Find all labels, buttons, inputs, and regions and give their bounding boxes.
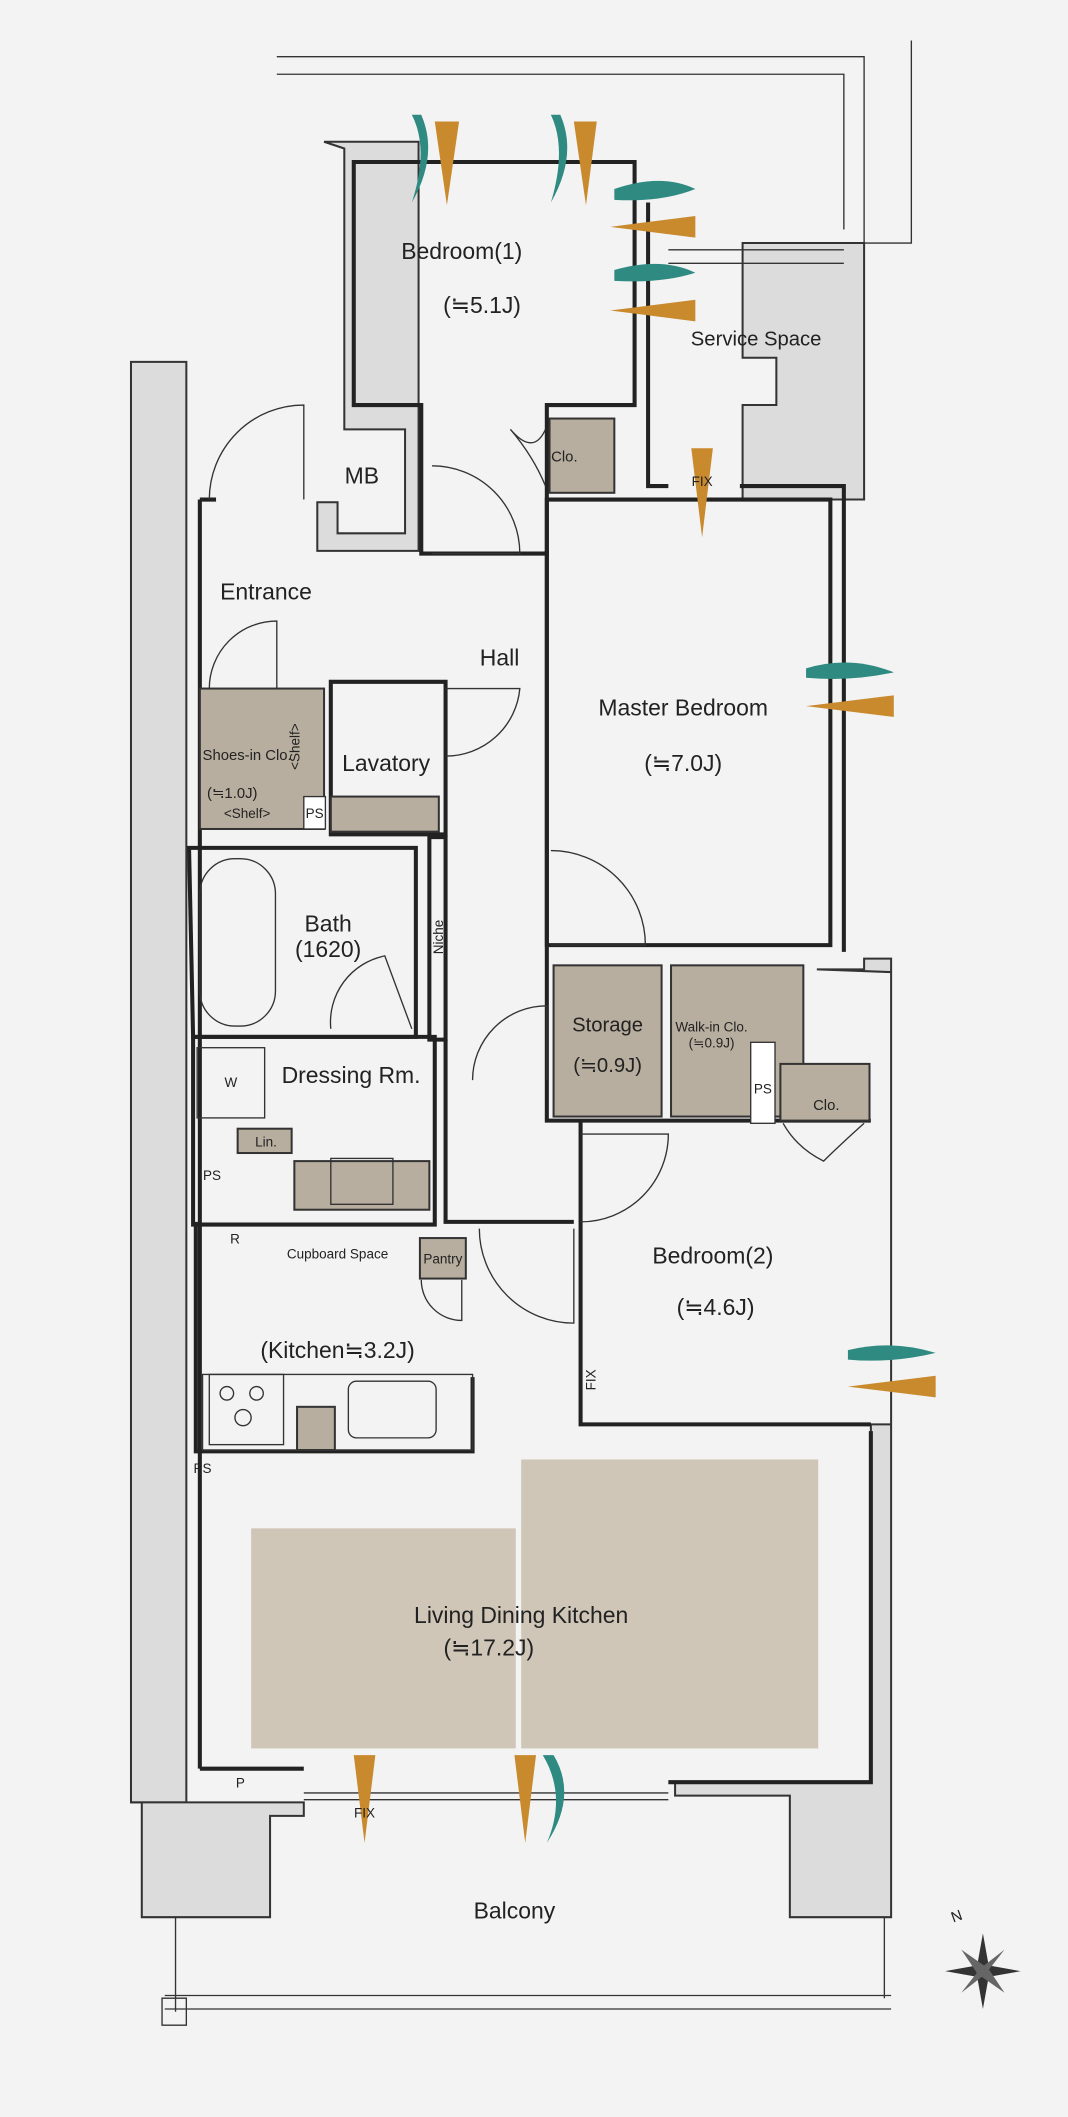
washer-label: W bbox=[225, 1075, 238, 1090]
bedroom1-label: Bedroom(1) bbox=[401, 238, 522, 264]
compass-north-label: N bbox=[949, 1908, 965, 1927]
ldk-furniture-areas bbox=[251, 1459, 819, 1749]
clo-bed2-label: Clo. bbox=[813, 1098, 839, 1114]
master-bedroom-label: Master Bedroom bbox=[598, 695, 768, 721]
closets bbox=[198, 417, 871, 1452]
shoes-in-clo-label: Shoes-in Clo. bbox=[203, 748, 292, 764]
ps-wic-label: PS bbox=[754, 1082, 772, 1097]
storage-size: (≒0.9J) bbox=[573, 1055, 642, 1077]
linen-label: Lin. bbox=[255, 1134, 277, 1149]
service-space-label: Service Space bbox=[691, 329, 822, 351]
dressing-rm-label: Dressing Rm. bbox=[282, 1062, 421, 1088]
fixtures bbox=[196, 858, 474, 1451]
room-labels: Bedroom(1) (≒5.1J) Service Space MB Clo.… bbox=[194, 238, 840, 1923]
mb-label: MB bbox=[345, 462, 379, 488]
hall-label: Hall bbox=[480, 645, 520, 671]
bath-size: (1620) bbox=[295, 936, 361, 962]
pantry-label: Pantry bbox=[423, 1252, 462, 1267]
shelf-bottom-label: <Shelf> bbox=[224, 806, 271, 821]
entrance-label: Entrance bbox=[220, 578, 312, 604]
cupboard-space-label: Cupboard Space bbox=[287, 1246, 388, 1261]
walk-in-clo-size: (≒0.9J) bbox=[689, 1036, 735, 1051]
ps-kitchen-label: PS bbox=[194, 1461, 212, 1476]
kitchen-label: (Kitchen≒3.2J) bbox=[260, 1337, 414, 1363]
fix-top-label: FIX bbox=[692, 474, 713, 489]
terrace-lines bbox=[276, 40, 913, 264]
storage-label: Storage bbox=[572, 1014, 643, 1036]
fix-balcony-label: FIX bbox=[354, 1805, 375, 1820]
master-bedroom-size: (≒7.0J) bbox=[644, 750, 722, 776]
bedroom2-label: Bedroom(2) bbox=[652, 1243, 773, 1269]
shoes-in-clo-size: (≒1.0J) bbox=[207, 786, 257, 802]
walk-in-clo-label: Walk-in Clo. bbox=[675, 1019, 747, 1034]
ps-dressing-label: PS bbox=[203, 1168, 221, 1183]
clo-top-label: Clo. bbox=[551, 450, 577, 466]
bedroom2-size: (≒4.6J) bbox=[677, 1294, 755, 1320]
niche-label: Niche bbox=[431, 920, 446, 955]
ldk-size: (≒17.2J) bbox=[443, 1634, 534, 1660]
ldk-label: Living Dining Kitchen bbox=[414, 1602, 628, 1628]
fridge-label: R bbox=[230, 1231, 240, 1246]
fix-bed2-label: FIX bbox=[583, 1369, 598, 1390]
compass-rose: N bbox=[945, 1908, 1021, 2009]
ventilation-arrows bbox=[353, 114, 936, 1843]
door-swings bbox=[208, 404, 865, 1324]
p-label: P bbox=[236, 1776, 245, 1791]
lavatory-label: Lavatory bbox=[342, 750, 431, 776]
ps-entrance-label: PS bbox=[306, 806, 324, 821]
balcony-label: Balcony bbox=[474, 1898, 556, 1924]
structural-walls bbox=[129, 140, 893, 1919]
bath-label: Bath bbox=[305, 911, 352, 937]
shelf-side-label: <Shelf> bbox=[288, 723, 303, 770]
bedroom1-size: (≒5.1J) bbox=[443, 292, 521, 318]
